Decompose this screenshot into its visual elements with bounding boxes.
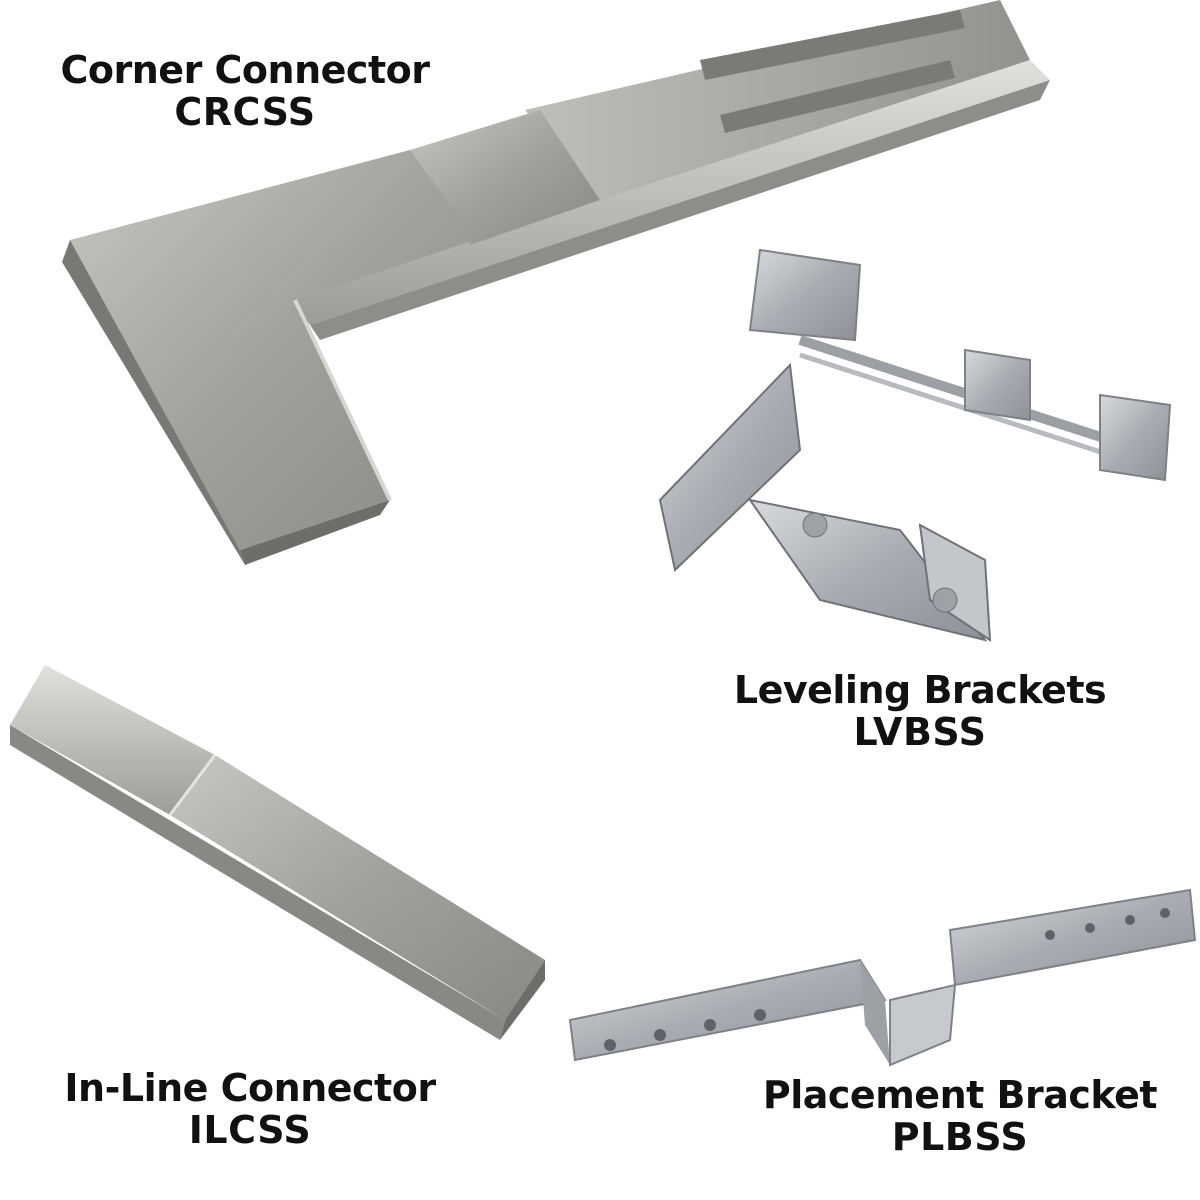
- product-code: ILCSS: [188, 1107, 312, 1152]
- product-code: PLBSS: [891, 1114, 1029, 1159]
- product-code: CRCSS: [174, 89, 316, 134]
- product-name: Corner Connector: [60, 48, 430, 92]
- placement-bracket-image: [568, 888, 1197, 1067]
- corner-connector-image: [62, 0, 1050, 565]
- product-code: LVBSS: [853, 709, 987, 754]
- leveling-bracket-image: [658, 248, 1172, 642]
- product-name: Placement Bracket: [762, 1073, 1158, 1117]
- leveling-brackets-label: Leveling Brackets LVBSS: [700, 668, 1140, 754]
- product-name: In-Line Connector: [64, 1066, 436, 1110]
- product-name: Leveling Brackets: [733, 668, 1107, 712]
- inline-connector-image: [10, 665, 545, 1040]
- corner-connector-label: Corner Connector CRCSS: [30, 48, 460, 134]
- inline-connector-label: In-Line Connector ILCSS: [25, 1066, 475, 1152]
- placement-bracket-label: Placement Bracket PLBSS: [735, 1073, 1185, 1159]
